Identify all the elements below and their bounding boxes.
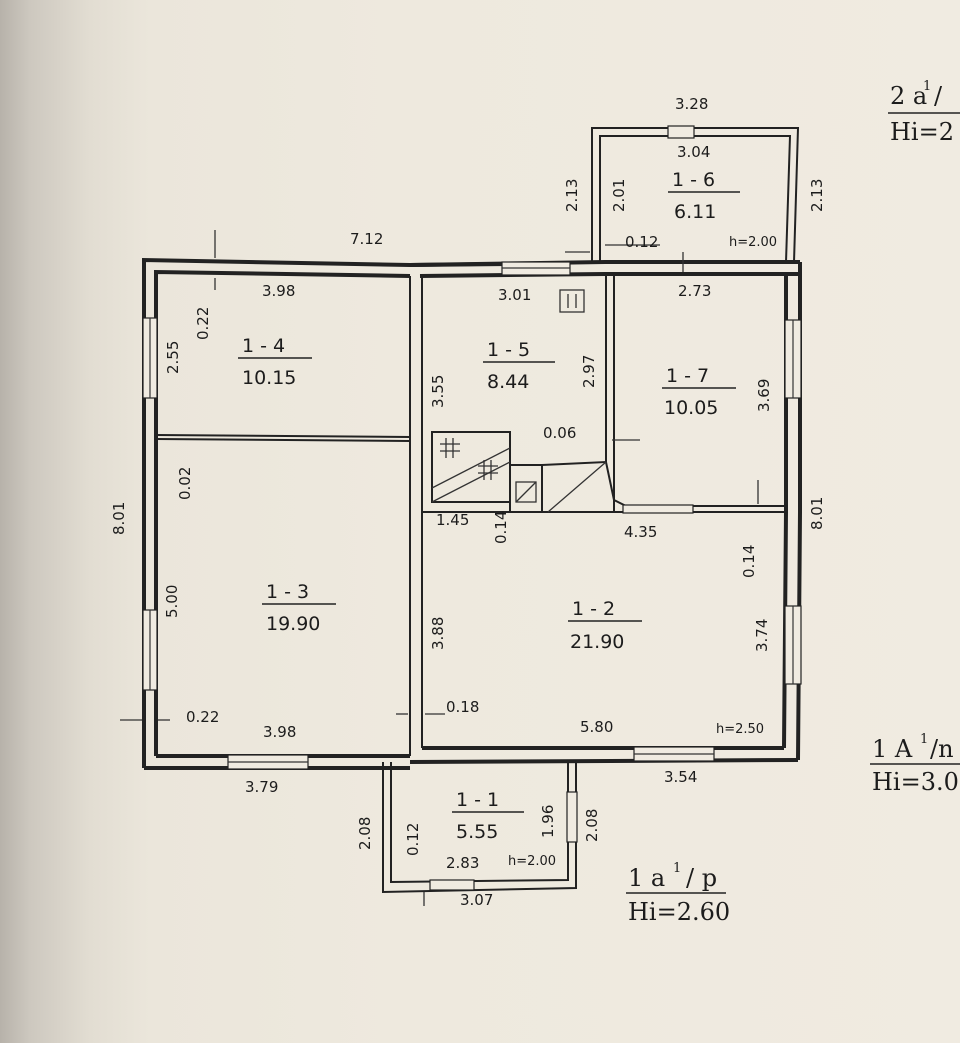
litera-1-porch-label: 1 a	[628, 864, 665, 892]
litera-1-porch-suffix: / p	[686, 864, 717, 892]
dim-room-14-wall: 0.22	[194, 307, 212, 340]
room-1-5-number: 1 - 5	[487, 339, 530, 361]
dim-room-15-left: 3.55	[429, 375, 447, 408]
room-1-1-area: 5.55	[456, 821, 498, 843]
litera-1a-suffix: /n	[930, 735, 954, 763]
room-1-2-number: 1 - 2	[572, 598, 615, 620]
room-1-3-area: 19.90	[266, 613, 320, 635]
litera-2-height: Hi=2	[890, 118, 954, 146]
dim-room-13-height: 5.00	[163, 585, 181, 618]
dim-room-15-step: 0.06	[543, 424, 576, 442]
room-1-4-number: 1 - 4	[242, 335, 285, 357]
dim-right-total: 8.01	[808, 497, 826, 530]
dim-top-annex-outer: 3.28	[675, 95, 708, 113]
litera-2-suffix: /	[934, 82, 943, 110]
litera-2-label: 2 a	[890, 82, 927, 110]
dim-room-12-wall: 0.14	[740, 545, 758, 578]
room-1-4-area: 10.15	[242, 367, 296, 389]
svg-text:1: 1	[673, 861, 681, 876]
annex-1-6-walls	[591, 127, 800, 263]
dim-porch-inner-width: 2.83	[446, 854, 479, 872]
dim-room-12-top: 4.35	[624, 523, 657, 541]
dim-porch-left-outer: 2.08	[356, 817, 374, 850]
dimension-ticks	[120, 230, 759, 906]
dim-room-12-height: h=2.50	[716, 722, 764, 737]
dim-top-annex-inner: 3.04	[677, 143, 710, 161]
dim-room-13-inner-wall: 0.22	[186, 708, 219, 726]
litera-1-porch-height: Hi=2.60	[628, 898, 730, 926]
room-1-5-area: 8.44	[487, 371, 529, 393]
dim-room-13-width: 3.98	[263, 723, 296, 741]
dim-kitchen-wall: 0.14	[492, 511, 510, 544]
dim-room-15-right: 2.97	[580, 355, 598, 388]
dim-room-12-right: 3.74	[753, 619, 771, 652]
room-1-6-area: 6.11	[674, 201, 716, 223]
dim-annex-left-inner: 2.01	[610, 179, 628, 212]
room-1-1-number: 1 - 1	[456, 789, 499, 811]
dim-room-14-width: 3.98	[262, 282, 295, 300]
litera-1a-height: Hi=3.0	[872, 768, 959, 796]
dim-room-12-width: 5.80	[580, 718, 613, 736]
dim-room-15-width: 3.01	[498, 286, 531, 304]
dim-room-13-wall: 0.02	[176, 467, 194, 500]
dim-annex-wall: 0.12	[625, 233, 658, 251]
dim-porch-height: h=2.00	[508, 854, 556, 869]
dim-annex-left-outer: 2.13	[563, 179, 581, 212]
dim-top-main: 7.12	[350, 230, 383, 248]
dim-porch-right-inner: 1.96	[539, 805, 557, 838]
dim-annex-height: h=2.00	[729, 235, 777, 250]
dim-room-12-left: 3.88	[429, 617, 447, 650]
dim-room-12-inner-wall: 0.18	[446, 698, 479, 716]
room-1-2-area: 21.90	[570, 631, 624, 653]
dim-kitchen-width: 1.45	[436, 511, 469, 529]
dimension-labels: 3.28 3.04 2.13 2.01 2.13 0.12 h=2.00 7.1…	[110, 95, 826, 909]
room-1-7-area: 10.05	[664, 397, 718, 419]
interior-walls	[155, 274, 784, 756]
svg-text:1: 1	[920, 732, 928, 747]
dim-room-14-height: 2.55	[164, 341, 182, 374]
svg-text:1: 1	[923, 79, 931, 94]
dim-room-17-width: 2.73	[678, 282, 711, 300]
litera-labels: 2 a 1 / Hi=2 1 A 1 /n Hi=3.0 1 a 1 / p H…	[626, 79, 960, 926]
room-1-3-number: 1 - 3	[266, 581, 309, 603]
dim-porch-wall: 0.12	[404, 823, 422, 856]
dim-porch-right-outer: 2.08	[583, 809, 601, 842]
dim-room-17-height: 3.69	[755, 379, 773, 412]
room-1-7-number: 1 - 7	[666, 365, 709, 387]
room-labels: 1 - 6 6.11 1 - 4 10.15 1 - 5 8.44 1 - 7 …	[238, 169, 740, 843]
dim-porch-outer-width: 3.07	[460, 891, 493, 909]
dim-annex-right: 2.13	[808, 179, 826, 212]
litera-1a-label: 1 A	[872, 735, 913, 763]
room-1-6-number: 1 - 6	[672, 169, 715, 191]
dim-bottom-right-window: 3.54	[664, 768, 697, 786]
dim-left-total: 8.01	[110, 502, 128, 535]
windows	[142, 125, 802, 891]
dim-bottom-left-window: 3.79	[245, 778, 278, 796]
